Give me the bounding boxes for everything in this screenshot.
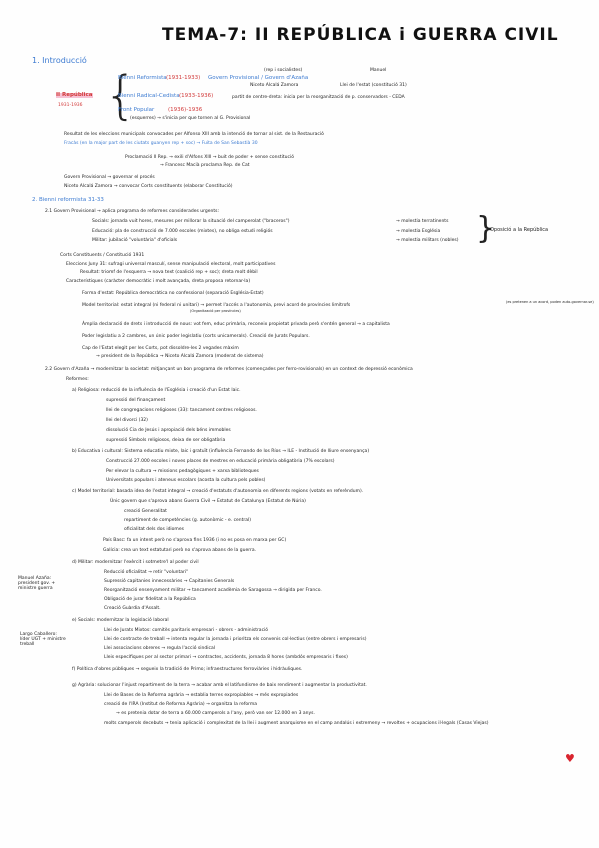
reform-d-5: Creació Guàrdia d'Assalt. xyxy=(104,606,161,611)
bienni-ref-years: (1931-1933) xyxy=(166,75,201,81)
reform-education-effect: → molestia Església xyxy=(396,229,441,234)
bienni-reformista: Bienni Reformista xyxy=(118,75,167,81)
reform-education: Educació: pla de construcció de 7.000 es… xyxy=(92,229,273,234)
lleis-note: Llei de l'estat (constitució 31) xyxy=(340,83,407,88)
gov-provisional: Govern Provisional / Govern d'Azaña xyxy=(208,75,309,81)
section-2-heading: 2. Bienni reformista 31-33 xyxy=(32,197,104,203)
manuel-note: Manuel xyxy=(370,68,387,73)
page-title: TEMA-7: II REPÚBLICA i GUERRA CIVIL xyxy=(162,25,559,45)
rep-soc-note: (rep i socialistes) xyxy=(264,68,303,73)
reform-g-2: creació de l'IRA (Institut de Reforma Ag… xyxy=(104,702,258,707)
reform-d-4: Obligació de jurar fidelitat a la Repúbl… xyxy=(104,597,196,602)
reform-g: g) Agrària: solucionar l'injust repartim… xyxy=(72,683,367,688)
reform-g-4: molts camperols decebuts → tenia aplicac… xyxy=(104,721,489,726)
bienni-radical: Bienni Radical-Cedista xyxy=(118,93,180,99)
reform-d-1: Reducció oficialitat → retir "voluntari" xyxy=(104,570,189,575)
reform-e-3: Llei associacions obreres → regula l'acc… xyxy=(104,646,215,651)
corts-heading: Corts Constituents / Constitució 1931 xyxy=(60,253,145,258)
reform-g-3: → es pretenia dotar de terra a 60.000 ca… xyxy=(116,711,315,716)
gp-line-1: Govern Provisional → governar el procés xyxy=(64,175,155,180)
bienni-rad-years: (1933-1936) xyxy=(179,93,214,99)
reform-c: c) Model territorial: basada idea de l'e… xyxy=(72,489,364,494)
reform-military-effect: → molestia militars (nobles) xyxy=(396,238,459,243)
reform-a-1: supressió del finançament xyxy=(106,398,166,403)
front-years: (1936)-1936 xyxy=(168,107,203,113)
result-line-2: Fracàs (en la major part de les ciutats … xyxy=(64,141,258,146)
largo-note: Largo Caballero: líder UGT + ministre tr… xyxy=(20,632,66,647)
reform-f: f) Política d'obres públiques → segueix … xyxy=(72,667,303,672)
reform-g-1: Llei de Bases de la Reforma agrària → es… xyxy=(104,693,299,698)
brace-icon: { xyxy=(104,66,138,126)
reform-military: Militar: jubilació "voluntària" d'oficia… xyxy=(92,238,178,243)
republic-label: II República xyxy=(56,92,93,98)
reform-e-1: Llei de Jurats Mixtos: comitès paritaris… xyxy=(104,628,269,633)
char-model-territorial: Model territorial: estat integral (ni fe… xyxy=(82,303,351,308)
reform-d: d) Militar: modernitzar l'exèrcit i sotm… xyxy=(72,560,199,565)
reform-e: e) Socials: modernitzar la legislació la… xyxy=(72,618,169,623)
gp-line-2: Niceto Alcalá Zamora → convocar Corts co… xyxy=(64,184,233,189)
reform-c-3: repartiment de competències (g. autonòmi… xyxy=(124,518,252,523)
reform-c-5: País Basc: fa un intent però no s'aprova… xyxy=(103,538,287,543)
reform-b-2: Per elevar la cultura → missions pedagòg… xyxy=(106,469,259,474)
reform-c-1: Únic govern que s'aprova abans Guerra Ci… xyxy=(110,499,306,504)
reform-c-6: Galícia: crea un text estatutari però no… xyxy=(103,548,257,553)
reform-a-2: llei de congregacions religioses (33): t… xyxy=(106,408,257,413)
char-model-note: (es pretenen a un acord, poden auto-gove… xyxy=(506,300,594,304)
reform-e-4: Lleis específiques per al sector primari… xyxy=(104,655,348,660)
niceto-note: Niceto Alcalá Zamora xyxy=(250,83,299,88)
republic-years: 1931-1936 xyxy=(58,103,83,108)
reform-c-2: creació Generalitat xyxy=(124,509,167,514)
reform-b: b) Educativa i cultural: Sistema educati… xyxy=(72,449,370,454)
reform-c-4: oficialitat dels dos idiomes xyxy=(124,527,184,532)
reform-d-2: Supressió capitanies innecessàries → Cap… xyxy=(104,579,235,584)
char-cap-estat: Cap de l'Estat elegit per les Corts, pot… xyxy=(82,346,239,351)
result-line-4: → Francesc Macià proclama Rep. de Cat xyxy=(160,163,250,168)
reformes-label: Reformes: xyxy=(66,377,89,382)
reform-social: Socials: jornada vuit hores, mesures per… xyxy=(92,219,290,224)
brace-icon: } xyxy=(476,211,496,246)
char-president: → president de la República → Niceto Alc… xyxy=(96,354,264,359)
reform-b-3: Universitats populars i ateneus escolars… xyxy=(106,478,266,483)
bienni-rad-desc: partit de centre-dreta: inicia per la re… xyxy=(232,95,405,100)
char-model-org: (Organització per províncies) xyxy=(190,309,241,313)
char-drets: Àmplia declaració de drets i introducció… xyxy=(82,322,390,327)
resultat-line: Resultat: triomf de l'esquerra → nova te… xyxy=(80,270,258,275)
heart-icon: ♥ xyxy=(565,752,575,765)
caracteristiques-line: Característiques (caràcter democràtic i … xyxy=(66,279,251,284)
front-popular: Front Popular xyxy=(118,107,155,113)
front-desc: (esquerres) → s'inicia per que tornen al… xyxy=(130,116,251,121)
char-poder: Poder legislatiu a 2 cambres, un únic po… xyxy=(82,334,310,339)
eleccions-line: Eleccions Juny 31: sufragi universal mas… xyxy=(66,262,276,267)
section-1-heading: 1. Introducció xyxy=(32,56,87,65)
reform-d-3: Reorganització ensenyament militar → tan… xyxy=(104,588,322,593)
section-2-2: 2.2 Govern d'Azaña → modernitzar la soci… xyxy=(45,367,413,372)
reform-b-1: Construcció 27.000 escoles i noves place… xyxy=(106,459,335,464)
opposition-note: Oposició a la República xyxy=(490,227,549,233)
result-line-3: Proclamació II Rep. → exili d'Alfons XII… xyxy=(125,155,294,160)
reform-a-5: supressió Símbols religiosos, deixa de s… xyxy=(106,438,226,443)
reform-a: a) Religiosa: reducció de la influència … xyxy=(72,388,241,393)
reform-a-3: llei del divorci (32) xyxy=(106,418,148,423)
reform-a-4: dissolució Cia de Jesús i apropiació del… xyxy=(106,428,231,433)
result-line-1: Resultat de les eleccions municipals con… xyxy=(64,132,324,137)
reform-social-effect: → molestia terratinents xyxy=(396,219,449,224)
azana-note: Manuel Azaña: president gov. + ministre … xyxy=(18,576,56,591)
section-2-1: 2.1 Govern Provisional → aplica programa… xyxy=(45,209,220,214)
char-forma-estat: Forma d'estat: República democràtica no … xyxy=(82,291,264,296)
reform-e-2: Llei de contracte de treball → intenta r… xyxy=(104,637,367,642)
